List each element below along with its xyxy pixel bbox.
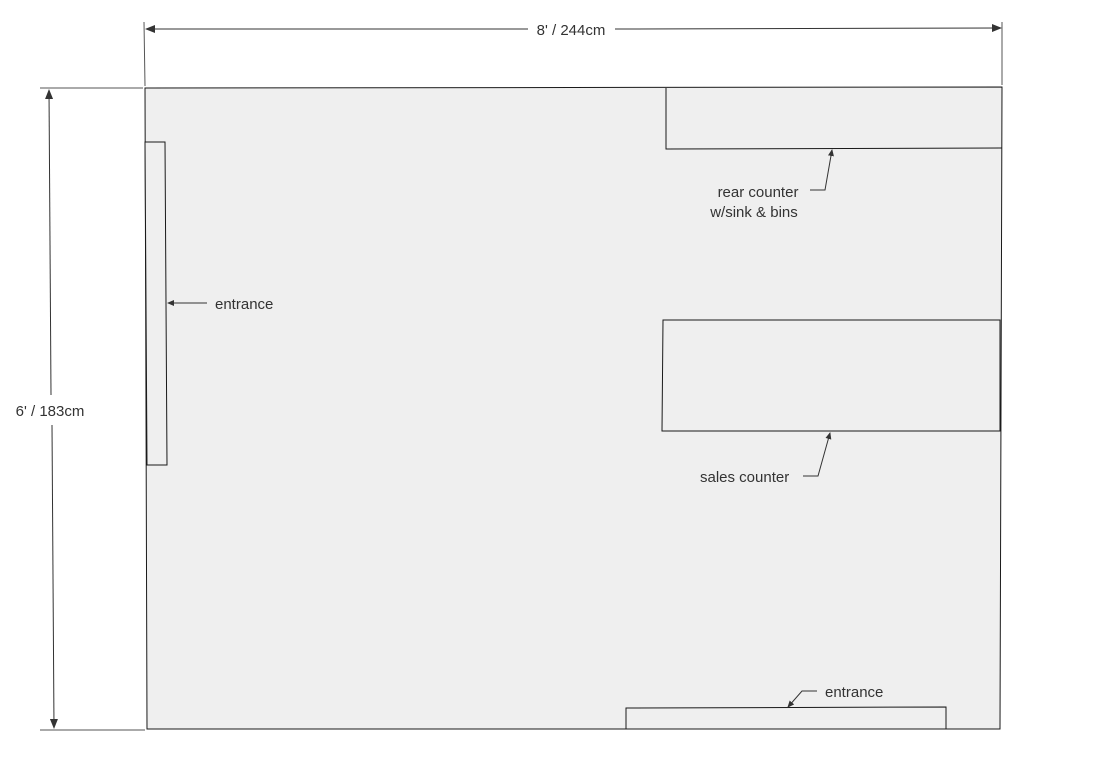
width-dimension-label: 8' / 244cm [537,22,606,39]
sales-counter-label: sales counter [700,469,789,486]
height-dimension: 6' / 183cm [16,87,145,731]
bottom-entrance-callout: entrance [787,684,883,708]
sales-counter-callout: sales counter [700,432,832,486]
rear-counter [665,88,1003,150]
bottom-entrance-label: entrance [825,684,883,701]
rear-counter-label-line1: rear counter [718,184,799,201]
bottom-entrance [625,706,947,730]
floor-area [144,86,1003,730]
height-dimension-label: 6' / 183cm [16,403,85,420]
left-entrance-callout: entrance [167,296,273,313]
rear-counter-callout: rear counter w/sink & bins [709,149,834,221]
width-dimension: 8' / 244cm [143,21,1003,87]
rear-counter-label-line2: w/sink & bins [709,204,798,221]
left-entrance [144,141,168,466]
sales-counter [661,319,1001,432]
left-entrance-label: entrance [215,296,273,313]
